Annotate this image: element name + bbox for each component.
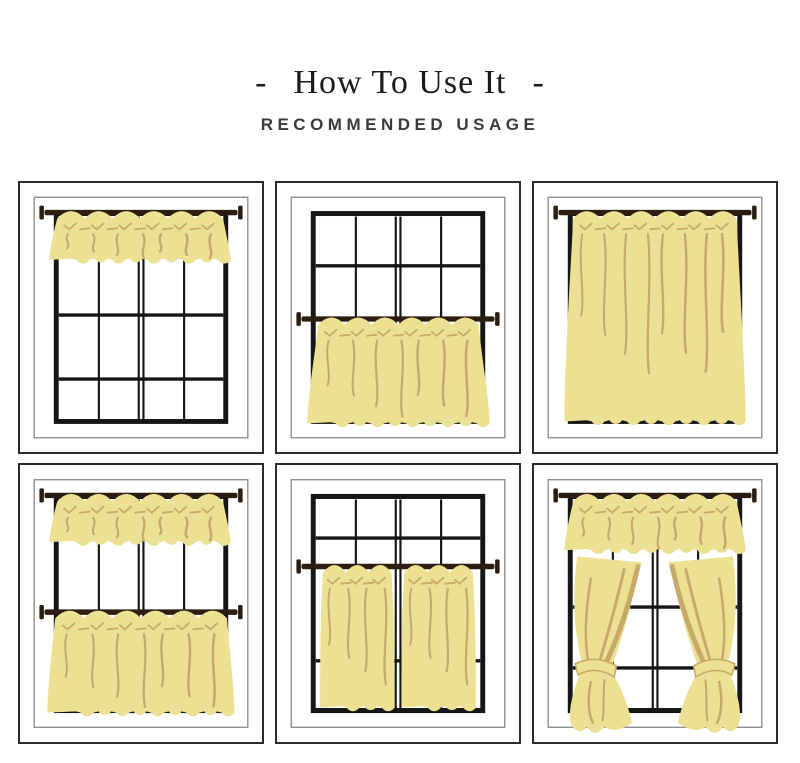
- usage-panel-cafe-pair: [275, 463, 521, 744]
- usage-panel-full-panel: [532, 181, 778, 454]
- page-title: - How To Use It -: [255, 64, 545, 102]
- full-panel-curtain-illustration-icon: [547, 196, 763, 439]
- usage-panel-valance: [18, 181, 264, 454]
- title-dash-right: -: [532, 64, 545, 101]
- valance-and-tier-curtain-illustration-icon: [33, 479, 249, 728]
- usage-panel-half-tier: [275, 181, 521, 454]
- usage-grid: [18, 181, 800, 744]
- page: - How To Use It - RECOMMENDED USAGE: [0, 0, 800, 744]
- title-text: How To Use It: [293, 64, 507, 101]
- page-subtitle: RECOMMENDED USAGE: [260, 115, 540, 134]
- header: - How To Use It - RECOMMENDED USAGE: [0, 0, 800, 135]
- valance-curtain-illustration-icon: [33, 196, 249, 439]
- half-tier-curtain-illustration-icon: [290, 196, 506, 439]
- usage-panel-valance-with-tiebacks: [532, 463, 778, 744]
- valance-with-tiebacks-curtain-illustration-icon: [547, 479, 763, 733]
- usage-panel-valance-and-tier: [18, 463, 264, 744]
- cafe-pair-curtain-illustration-icon: [290, 479, 506, 728]
- title-dash-left: -: [255, 64, 268, 101]
